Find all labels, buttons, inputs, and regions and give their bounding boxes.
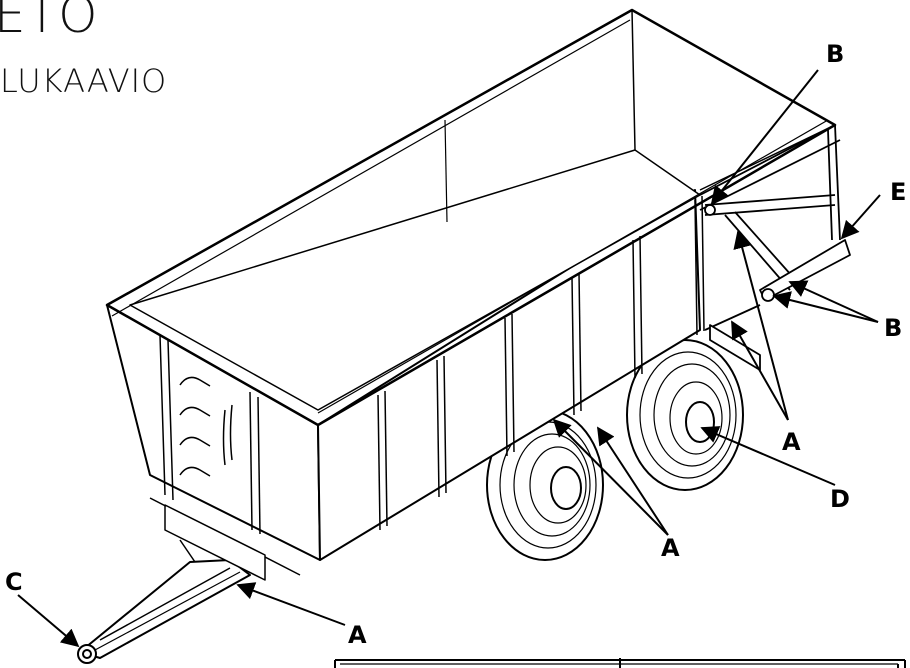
page-heading: ETO xyxy=(0,0,99,44)
arrow-d xyxy=(700,426,836,486)
page-subheading: LUKAAVIO xyxy=(0,62,168,100)
callout-e: E xyxy=(890,178,906,206)
arrow-a-mid-2 xyxy=(552,418,669,536)
trailer-drawing xyxy=(77,8,851,664)
callout-d: D xyxy=(830,485,850,513)
rear-right-wheel xyxy=(626,339,744,491)
callout-b-top: B xyxy=(826,40,844,68)
callout-b-right: B xyxy=(884,314,902,342)
arrow-b-right-1 xyxy=(788,280,879,323)
arrow-b-right-2 xyxy=(772,291,879,323)
callout-a-mid: A xyxy=(661,534,680,562)
side-stiffeners xyxy=(377,195,705,531)
callout-a-right: A xyxy=(782,428,801,456)
arrow-e xyxy=(840,194,881,240)
table-frame xyxy=(334,658,906,668)
arrow-a-mid-1 xyxy=(597,426,669,536)
callout-a-drawbar: A xyxy=(348,621,367,649)
callout-c: C xyxy=(5,568,23,596)
arrow-a-right-1 xyxy=(733,230,789,421)
front-ladder xyxy=(149,334,301,581)
arrow-a-right-2 xyxy=(731,320,789,421)
arrow-c xyxy=(17,594,80,648)
arrow-a-drawbar xyxy=(236,582,346,626)
rear-door-frame xyxy=(699,124,851,371)
arrow-b-top xyxy=(710,69,819,205)
drawbar xyxy=(77,539,251,664)
callout-arrows xyxy=(17,69,881,648)
rear-left-wheel xyxy=(486,409,604,561)
